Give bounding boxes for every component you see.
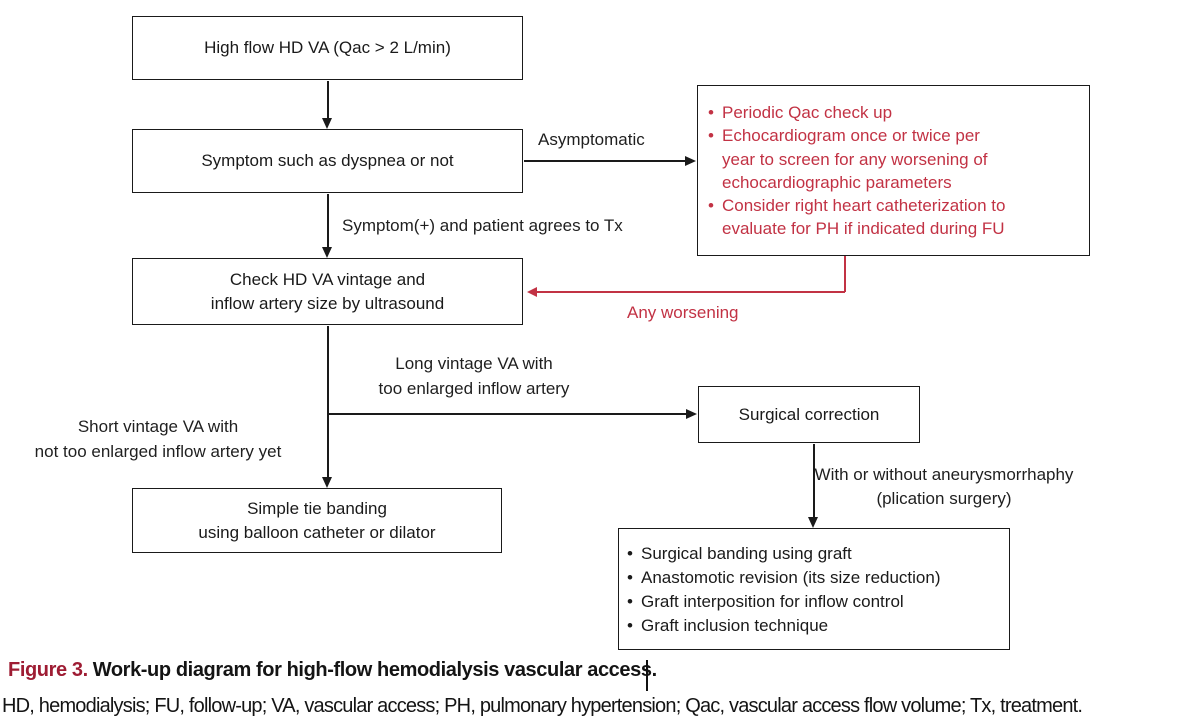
edge-label-any-worsening: Any worsening <box>627 303 739 322</box>
monitoring-bullet: Echocardiogram once or twice per year to… <box>708 124 1085 194</box>
node-symptom-dyspnea-label: Symptom such as dyspnea or not <box>201 151 454 170</box>
connector-worsening-horizontal <box>536 291 845 293</box>
edge-label-symptom-positive: Symptom(+) and patient agrees to Tx <box>342 216 623 235</box>
connector-symptom-to-check <box>327 194 329 248</box>
edge-label-aneurysmorrhaphy: With or without aneurysmorrhaphy (plicat… <box>794 463 1094 511</box>
arrowhead-down-icon <box>808 517 818 528</box>
text-cursor[interactable] <box>646 660 648 691</box>
monitoring-bullet: Consider right heart catheterization to … <box>708 194 1085 241</box>
node-surgical-correction-label: Surgical correction <box>738 404 880 424</box>
arrowhead-left-red-icon <box>527 287 537 297</box>
node-simple-tie-banding-line2: using balloon catheter or dilator <box>198 522 436 542</box>
connector-surgical-to-options <box>813 444 815 517</box>
monitoring-bullet: Periodic Qac check up <box>708 101 1085 124</box>
figure-title-text: Work-up diagram for high-flow hemodialys… <box>92 659 657 681</box>
node-simple-tie-banding: Simple tie banding using balloon cathete… <box>132 488 502 553</box>
connector-worsening-vertical <box>844 256 846 292</box>
edge-label-long-vintage-line1: Long vintage VA with <box>395 354 553 373</box>
figure-caption-abbreviations: HD, hemodialysis; FU, follow-up; VA, vas… <box>2 695 1083 717</box>
surgical-option-bullet: Graft inclusion technique <box>627 614 1005 638</box>
edge-label-short-vintage-line2: not too enlarged inflow artery yet <box>34 442 282 461</box>
figure-caption-title: Figure 3.Work-up diagram for high-flow h… <box>8 659 657 682</box>
edge-label-short-vintage: Short vintage VA with not too enlarged i… <box>8 414 308 464</box>
edge-label-long-vintage: Long vintage VA with too enlarged inflow… <box>354 351 594 401</box>
node-symptom-dyspnea: Symptom such as dyspnea or not <box>132 129 523 193</box>
node-high-flow-hd-va-label: High flow HD VA (Qac > 2 L/min) <box>204 38 451 57</box>
edge-label-asymptomatic: Asymptomatic <box>538 130 645 149</box>
edge-label-short-vintage-line1: Short vintage VA with <box>77 417 239 436</box>
arrowhead-down-icon <box>322 118 332 129</box>
surgical-option-bullet: Graft interposition for inflow control <box>627 590 1005 614</box>
connector-check-to-surgical <box>327 413 687 415</box>
node-monitoring-recommendations: Periodic Qac check up Echocardiogram onc… <box>697 85 1090 256</box>
node-surgical-options: Surgical banding using graft Anastomotic… <box>618 528 1010 650</box>
arrowhead-down-icon <box>322 477 332 488</box>
surgical-option-bullet: Surgical banding using graft <box>627 542 1005 566</box>
edge-label-aneurysmorrhaphy-line2: (plication surgery) <box>876 489 1012 508</box>
arrowhead-right-icon <box>686 409 697 419</box>
connector-check-to-simple-tie <box>327 326 329 477</box>
arrowhead-down-icon <box>322 247 332 258</box>
node-check-vintage: Check HD VA vintage and inflow artery si… <box>132 258 523 325</box>
edge-label-long-vintage-line2: too enlarged inflow artery <box>378 379 570 398</box>
arrowhead-right-icon <box>685 156 696 166</box>
edge-label-aneurysmorrhaphy-line1: With or without aneurysmorrhaphy <box>814 465 1074 484</box>
node-high-flow-hd-va: High flow HD VA (Qac > 2 L/min) <box>132 16 523 80</box>
node-surgical-correction: Surgical correction <box>698 386 920 443</box>
node-check-vintage-line2: inflow artery size by ultrasound <box>210 293 445 313</box>
node-simple-tie-banding-line1: Simple tie banding <box>247 498 387 518</box>
node-check-vintage-line1: Check HD VA vintage and <box>229 269 426 289</box>
connector-highflow-to-symptom <box>327 81 329 119</box>
surgical-option-bullet: Anastomotic revision (its size reduction… <box>627 566 1005 590</box>
connector-symptom-to-monitoring <box>524 160 687 162</box>
figure-number-label: Figure 3. <box>8 659 88 681</box>
